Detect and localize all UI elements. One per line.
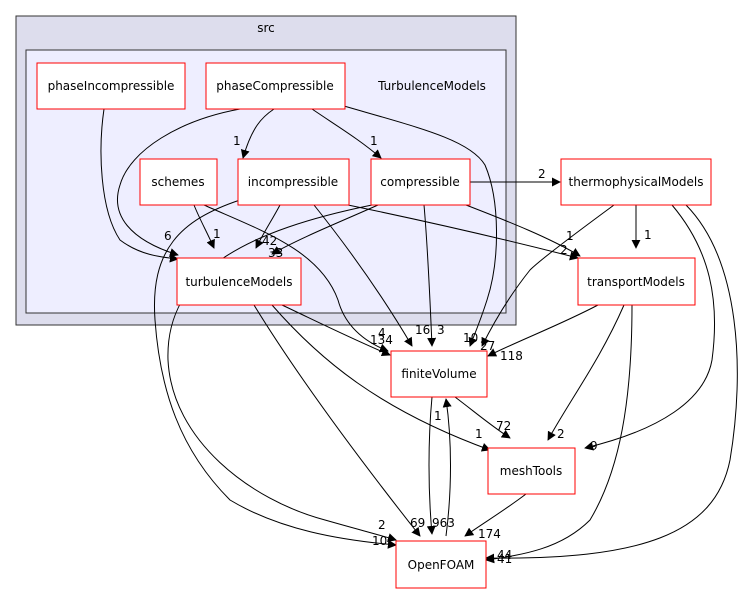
node-finitevolume[interactable]: finiteVolume [390,350,488,398]
edge-finitevolume-meshtools: 72 [454,396,511,439]
edge-compressible-openfoam: 2 [167,204,397,542]
edge-label: 16 [415,323,430,337]
nodes: phaseIncompressible phaseCompressible sc… [36,62,712,589]
node-label: phaseIncompressible [48,79,175,93]
edge-label: 10 [372,534,387,548]
edge-label: 1 [644,228,652,242]
edge-turbulencemodels-finitevolume: 134 [281,304,393,356]
edge-label: 4 [378,326,386,340]
edge-label: 42 [262,234,277,248]
edge-label: 174 [478,527,501,541]
edge-turbulencemodels-openfoam: 69 [253,304,425,537]
edge-schemes-turbulencemodels: 1 [193,204,221,249]
edge-incompressible-turbulencemodels: 42 [255,204,281,249]
edge-openfoam-finitevolume: 1 [434,398,452,537]
edge-label: 9 [590,439,598,453]
edge-incompressible-transportmodels: 2 [347,204,579,261]
edges: 1 1 6 10 1 4 42 16 [100,105,738,566]
node-thermophysicalmodels[interactable]: thermophysicalModels [560,158,712,206]
edge-label: 44 [497,548,512,562]
edge-label: 118 [500,349,523,363]
cluster-src-label: src [257,21,275,35]
edge-phasecompressible-compressible: 1 [311,108,382,159]
edge-phaseincompressible-turbulencemodels [100,108,179,263]
node-label: meshTools [500,464,563,478]
edge-label: 72 [496,419,511,433]
node-label: thermophysicalModels [569,175,704,189]
edge-transportmodels-meshtools: 2 [547,304,625,441]
edge-label: 963 [432,516,455,530]
edge-thermophysicalmodels-transportmodels: 1 [631,205,652,249]
node-schemes[interactable]: schemes [139,158,218,206]
edge-incompressible-openfoam: 10 [153,199,397,549]
node-label: turbulenceModels [185,275,292,289]
edge-compressible-thermophysicalmodels: 2 [470,167,561,187]
node-meshtools[interactable]: meshTools [487,447,576,495]
edge-compressible-transportmodels: 1 [465,204,581,257]
edge-label: 41 [497,552,512,566]
node-phaseincompressible[interactable]: phaseIncompressible [36,62,186,110]
edge-schemes-finitevolume: 4 [203,204,389,353]
edge-label: 1 [213,227,221,241]
node-incompressible[interactable]: incompressible [237,158,350,206]
edge-turbulencemodels-meshtools: 1 [271,304,491,452]
node-label: incompressible [248,175,338,189]
edge-label: 3 [437,323,445,337]
edge-compressible-finitevolume: 3 [423,204,445,347]
edge-thermophysicalmodels-openfoam: 44 [485,204,738,563]
node-compressible[interactable]: compressible [370,158,471,206]
node-label: OpenFOAM [408,558,475,572]
edge-meshtools-openfoam: 174 [464,493,527,541]
edge-label: 1 [370,134,378,148]
node-label: finiteVolume [401,367,476,381]
edge-label: 33 [268,246,283,260]
node-label: transportModels [587,275,685,289]
edge-label: 10 [463,331,478,345]
cluster-turbulencemodels-label: TurbulenceModels [377,79,486,93]
edge-label: 1 [475,427,483,441]
edge-label: 2 [560,243,568,257]
edge-label: 1 [566,229,574,243]
edge-transportmodels-openfoam: 41 [485,304,633,566]
edge-transportmodels-finitevolume: 118 [487,304,599,363]
edge-label: 2 [538,167,546,181]
edge-label: 2 [557,427,565,441]
edge-label: 1 [233,134,241,148]
edge-label: 134 [370,333,393,347]
edge-phasecompressible-finitevolume: 10 [343,105,497,347]
edge-label: 2 [378,518,386,532]
edge-phasecompressible-incompressible: 1 [233,108,275,159]
edge-phasecompressible-turbulencemodels: 6 [117,108,241,257]
node-phasecompressible[interactable]: phaseCompressible [205,62,346,110]
edge-thermophysicalmodels-meshtools: 9 [584,204,716,453]
edge-label: 1 [434,409,442,423]
node-label: compressible [380,175,459,189]
node-label: schemes [151,175,204,189]
edge-compressible-turbulencemodels: 33 [268,204,379,260]
node-turbulencemodels[interactable]: turbulenceModels [176,257,302,306]
node-transportmodels[interactable]: transportModels [577,257,696,306]
edge-label: 69 [410,516,425,530]
edge-label: 6 [164,229,172,243]
edge-finitevolume-openfoam: 963 [426,396,455,535]
edge-incompressible-finitevolume: 16 [313,204,430,347]
node-openfoam[interactable]: OpenFOAM [395,540,487,589]
node-label: phaseCompressible [216,79,333,93]
